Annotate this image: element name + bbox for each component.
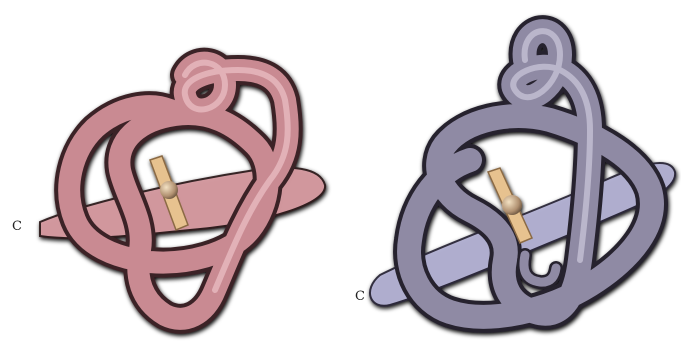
- left-protein: [40, 63, 325, 319]
- right-c-terminus-label: C: [355, 289, 365, 304]
- left-cofactor-sphere: [160, 181, 178, 199]
- right-protein: [370, 31, 675, 317]
- left-c-terminus-label: C: [12, 219, 22, 234]
- right-cofactor-sphere: [502, 195, 522, 215]
